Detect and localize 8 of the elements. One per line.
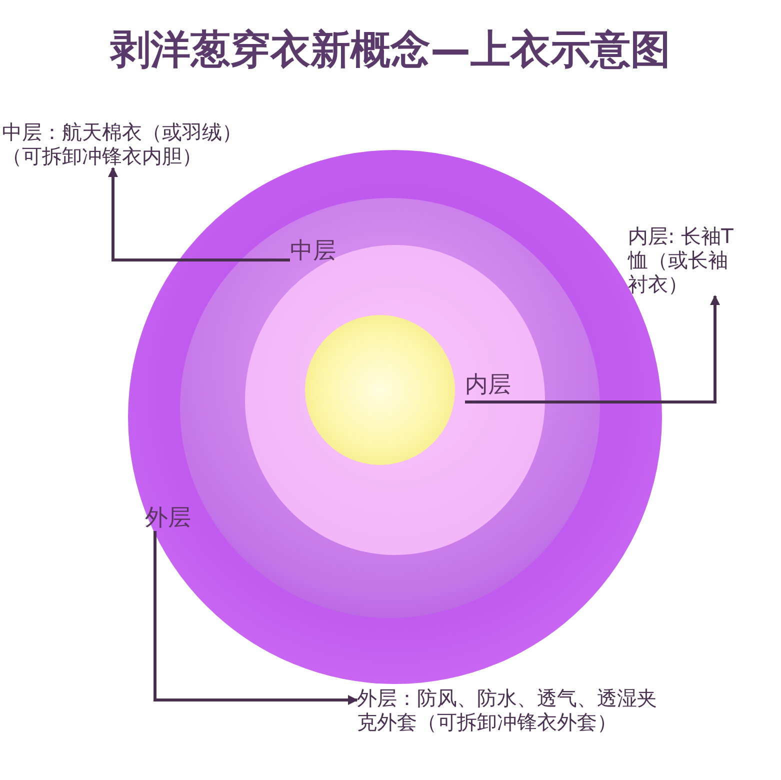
leader-arrow (108, 167, 290, 262)
layer-description: 内层: 长袖T恤（或长袖衬衣） (628, 224, 740, 296)
layer-description: 外层：防风、防水、透气、透湿夹克外套（可拆卸冲锋衣外套） (357, 686, 657, 734)
layer-label: 内层 (465, 372, 511, 398)
layer-description: 中层：航天棉衣（或羽绒）（可拆卸冲锋衣内胆） (2, 120, 252, 168)
leader-arrow (465, 295, 720, 404)
layer-label: 中层 (290, 238, 336, 264)
title: 剥洋葱穿衣新概念—上衣示意图 (108, 26, 672, 75)
